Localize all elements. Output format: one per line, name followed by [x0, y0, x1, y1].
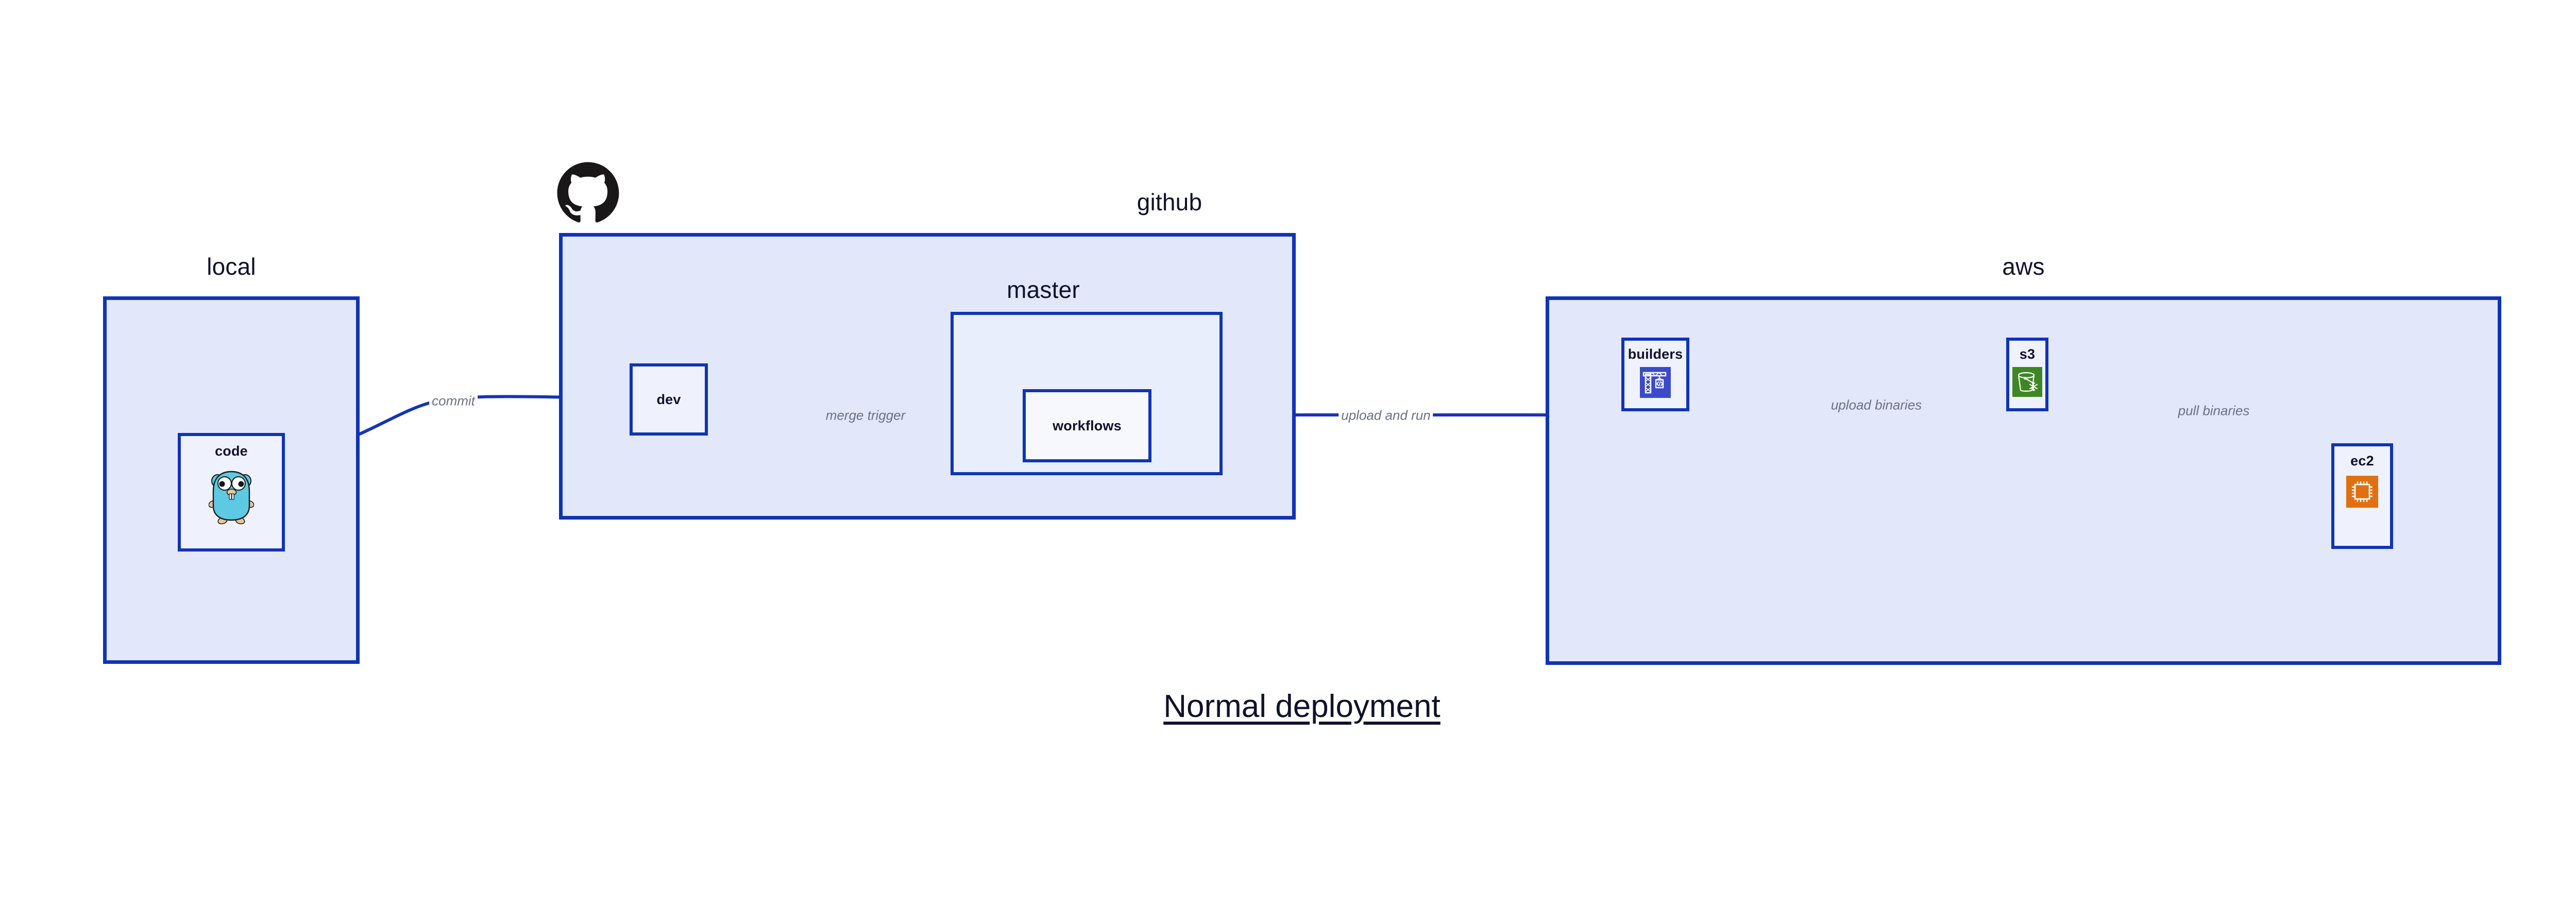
- node-label-dev: dev: [656, 391, 681, 407]
- edge-label-upload-and-run: upload and run: [1338, 407, 1433, 424]
- node-dev[interactable]: dev: [630, 363, 708, 436]
- edge-label-commit: commit: [429, 393, 478, 409]
- group-label-github: github: [1137, 189, 1202, 215]
- node-label-builders: builders: [1628, 346, 1683, 362]
- edge-label-upload-binaries: upload binaries: [1828, 397, 1925, 413]
- node-s3[interactable]: s3: [2006, 338, 2048, 411]
- aws-ec2-chip-icon: [2346, 476, 2378, 510]
- node-builders[interactable]: builders: [1621, 338, 1689, 411]
- edge-label-pull-binaries: pull binaries: [2175, 403, 2252, 419]
- group-label-aws: aws: [2002, 253, 2045, 280]
- go-gopher-icon: [208, 466, 255, 527]
- diagram-title: Normal deployment: [1163, 689, 1440, 724]
- edge-label-merge-trigger: merge trigger: [823, 407, 908, 424]
- aws-builders-crane-icon: [1640, 367, 1671, 400]
- node-label-ec2: ec2: [2350, 453, 2374, 469]
- group-label-master: master: [1007, 276, 1080, 303]
- node-workflows[interactable]: workflows: [1023, 389, 1151, 462]
- group-label-local: local: [207, 253, 256, 280]
- node-label-workflows: workflows: [1053, 417, 1122, 433]
- github-octocat-mark-icon: [556, 161, 620, 225]
- node-code[interactable]: code: [178, 433, 285, 552]
- node-label-s3: s3: [2019, 346, 2036, 362]
- node-ec2[interactable]: ec2: [2331, 443, 2393, 549]
- aws-s3-bucket-icon: [2012, 367, 2042, 399]
- node-label-code: code: [215, 443, 248, 459]
